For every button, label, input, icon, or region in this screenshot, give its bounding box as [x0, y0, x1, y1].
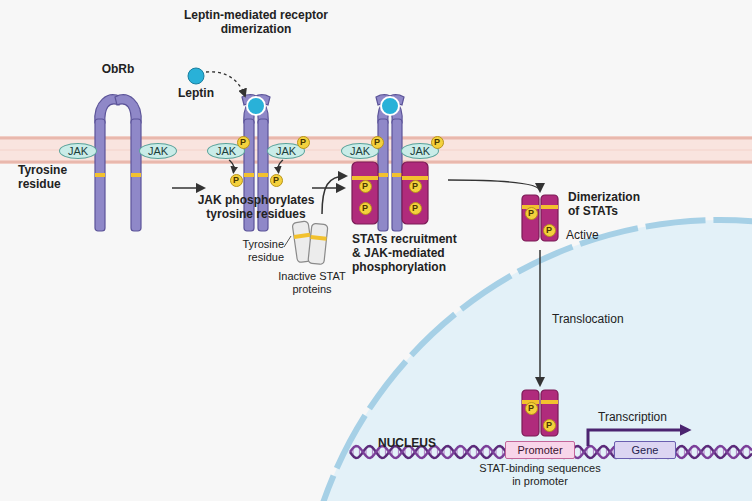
phosphate-group: P — [525, 207, 538, 220]
stat-protein — [352, 162, 428, 224]
annotation-label: Leptin-mediated receptor dimerization — [171, 8, 341, 36]
jak-kinase: JAK — [139, 143, 177, 159]
process-arrow — [172, 176, 540, 385]
phosphate-group: P — [230, 174, 243, 187]
annotation-label: Tyrosine residue — [18, 163, 80, 191]
active-stat-dimer — [522, 195, 558, 241]
phosphate-group: P — [431, 136, 444, 149]
annotation-label: STAT-binding sequences in promoter — [475, 462, 605, 488]
nucleus — [300, 220, 752, 501]
phosphate-group: P — [543, 419, 556, 432]
annotation-label: Dimerization of STATs — [568, 190, 648, 218]
node-text: JAK — [68, 145, 88, 158]
node-text: P — [546, 225, 552, 236]
annotation-label: Inactive STAT proteins — [272, 270, 352, 296]
phosphate-group: P — [525, 402, 538, 415]
phosphate-group: P — [543, 224, 556, 237]
gene-box: Gene — [614, 441, 676, 459]
phosphate-group: P — [359, 180, 372, 193]
phosphorylation-arrow — [278, 160, 283, 173]
node-text: JAK — [410, 145, 430, 158]
phosphate-group: P — [297, 136, 310, 149]
node-text: P — [412, 203, 418, 214]
phosphate-group: P — [371, 136, 384, 149]
node-text: P — [233, 175, 239, 186]
node-text: P — [546, 420, 552, 431]
phosphate-group: P — [270, 174, 283, 187]
node-text: P — [273, 175, 279, 186]
node-text: JAK — [350, 145, 370, 158]
obrb-receptor — [95, 95, 404, 231]
node-text: P — [528, 403, 534, 414]
node-text: P — [434, 137, 440, 148]
node-text: P — [240, 137, 246, 148]
annotation-label: Transcription — [598, 410, 698, 424]
node-text: JAK — [216, 145, 236, 158]
annotation-label: Active — [566, 228, 626, 242]
node-text: P — [412, 181, 418, 192]
phosphate-group: P — [359, 202, 372, 215]
annotation-label: ObRb — [88, 62, 148, 76]
leptin-molecule — [188, 68, 399, 115]
node-text: Gene — [632, 444, 659, 457]
node-text: JAK — [148, 145, 168, 158]
promoter-box: Promoter — [505, 441, 575, 459]
annotation-label: Tyrosine residue — [222, 238, 284, 264]
annotation-label: JAK phosphorylates tyrosine residues — [186, 193, 326, 221]
annotation-label: STATs recruitment & JAK-mediated phospho… — [352, 232, 458, 274]
node-text: Promoter — [517, 444, 562, 457]
inactive-stat — [284, 221, 328, 265]
node-text: P — [300, 137, 306, 148]
phosphate-group: P — [409, 180, 422, 193]
node-text: P — [362, 203, 368, 214]
cell-membrane — [0, 136, 752, 164]
annotation-label: NUCLEUS — [378, 436, 458, 450]
node-text: JAK — [276, 145, 296, 158]
nuclear-stat-dimer — [522, 390, 558, 436]
annotation-label: Translocation — [552, 312, 652, 326]
phosphate-group: P — [237, 136, 250, 149]
annotation-label: Leptin — [166, 86, 226, 100]
phosphorylation-arrow — [229, 160, 234, 173]
phosphate-group: P — [409, 202, 422, 215]
jak-kinase: JAK — [59, 143, 97, 159]
node-text: P — [362, 181, 368, 192]
node-text: P — [374, 137, 380, 148]
node-text: P — [528, 208, 534, 219]
